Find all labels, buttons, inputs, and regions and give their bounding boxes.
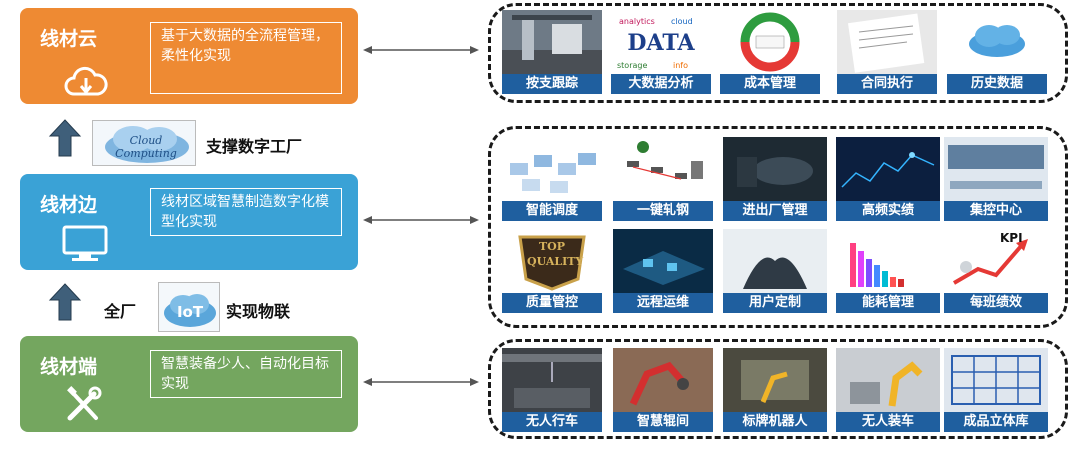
tile-unmanned-loading-label: 无人装车 (836, 412, 940, 432)
tile-customization: 用户定制 (723, 229, 827, 313)
cloud-download-icon (64, 66, 108, 96)
end-tiles-group (488, 339, 1068, 439)
tile-warehouse-image (944, 348, 1048, 412)
svg-text:analytics: analytics (619, 17, 655, 26)
tile-one-key-rolling-image (613, 137, 713, 201)
tile-tracking: 按支跟踪 (502, 10, 602, 94)
tile-cost: 成本管理 (720, 10, 820, 94)
tile-realtime-data: 高频实绩 (836, 137, 940, 221)
tile-tracking-image (502, 10, 602, 74)
iot-right-text: 实现物联 (226, 302, 291, 321)
tile-smart-roll-shop: 智慧辊间 (613, 348, 713, 432)
tile-quality-control-image (502, 229, 602, 293)
cloud-computing-logo-text: Cloud Computing (115, 134, 177, 160)
tile-cost-image (720, 10, 820, 74)
tile-tagging-robot-label: 标牌机器人 (723, 412, 827, 432)
tile-cost-label: 成本管理 (720, 74, 820, 94)
tile-control-center: 集控中心 (944, 137, 1048, 221)
tier-edge-desc: 线材区域智慧制造数字化模型化实现 (150, 188, 342, 236)
tile-energy-label: 能耗管理 (836, 293, 940, 313)
iot-logo: IoT (158, 282, 220, 332)
tile-contract-label: 合同执行 (837, 74, 937, 94)
tier-edge-title: 线材边 (40, 194, 98, 216)
tier-edge: 线材边 线材区域智慧制造数字化模型化实现 (20, 174, 358, 270)
tile-contract-image (837, 10, 937, 74)
tools-icon (67, 386, 102, 421)
tile-contract: 合同执行 (837, 10, 937, 94)
tile-scheduling: 智能调度 (502, 137, 602, 221)
tile-one-key-rolling-label: 一键轧钢 (613, 201, 713, 221)
tile-smart-roll-shop-label: 智慧辊间 (613, 412, 713, 432)
tile-quality-control-label: 质量管控 (502, 293, 602, 313)
cloud-computing-logo: Cloud Computing (92, 120, 196, 166)
tile-tagging-robot: 标牌机器人 (723, 348, 827, 432)
tile-warehouse-label: 成品立体库 (944, 412, 1048, 432)
tile-warehouse: 成品立体库 (944, 348, 1048, 432)
tile-quality-control-text: TOP QUALITY (527, 240, 584, 268)
tile-smart-roll-shop-image (613, 348, 713, 412)
svg-text:cloud: cloud (671, 17, 693, 26)
tile-tagging-robot-image (723, 348, 827, 412)
double-arrow-edge (363, 216, 479, 224)
tier-end: 线材端 智慧装备少人、自动化目标实现 (20, 336, 358, 432)
tile-shift-performance: KPI 每班绩效 (944, 229, 1048, 313)
svg-text:storage: storage (617, 61, 647, 70)
tile-unmanned-crane-label: 无人行车 (502, 412, 602, 432)
tier-cloud: 线材云 基于大数据的全流程管理，柔性化实现 (20, 8, 358, 104)
tile-history-label: 历史数据 (947, 74, 1047, 94)
cloud-support-text: 支撑数字工厂 (206, 137, 303, 156)
tile-remote-ops-image (613, 229, 713, 293)
tile-big-data: analytics cloud storage info DATA 大数据分析 (611, 10, 711, 94)
monitor-icon (62, 225, 108, 261)
iot-left-text: 全厂 (104, 302, 137, 321)
tile-control-center-label: 集控中心 (944, 201, 1048, 221)
tile-unmanned-loading: 无人装车 (836, 348, 940, 432)
tile-energy-image (836, 229, 940, 293)
tile-history: 历史数据 (947, 10, 1047, 94)
double-arrow-end (363, 378, 479, 386)
tile-scheduling-image (502, 137, 602, 201)
iot-logo-text: IoT (176, 303, 204, 321)
tile-realtime-data-label: 高频实绩 (836, 201, 940, 221)
up-arrow-iot (48, 283, 82, 321)
tier-end-title: 线材端 (40, 356, 98, 378)
tile-big-data-label: 大数据分析 (611, 74, 711, 94)
tier-end-desc: 智慧装备少人、自动化目标实现 (150, 350, 342, 398)
tier-cloud-desc: 基于大数据的全流程管理，柔性化实现 (150, 22, 342, 94)
tile-tracking-label: 按支跟踪 (502, 74, 602, 94)
tile-customization-label: 用户定制 (723, 293, 827, 313)
edge-tiles-group (488, 126, 1068, 328)
tile-realtime-data-image (836, 137, 940, 201)
up-arrow-cloud (48, 119, 82, 157)
tile-history-image (947, 10, 1047, 74)
svg-text:info: info (673, 61, 688, 70)
tile-quality-control: TOP QUALITY 质量管控 (502, 229, 602, 313)
tile-remote-ops: 远程运维 (613, 229, 713, 313)
tile-customization-image (723, 229, 827, 293)
tier-cloud-title: 线材云 (40, 28, 98, 50)
tile-big-data-data-text: DATA (627, 30, 695, 56)
tile-shift-performance-image (944, 229, 1048, 293)
tile-control-center-image (944, 137, 1048, 201)
tile-one-key-rolling: 一键轧钢 (613, 137, 713, 221)
tile-gate-management-image (723, 137, 827, 201)
tile-gate-management-label: 进出厂管理 (723, 201, 827, 221)
tile-unmanned-loading-image (836, 348, 940, 412)
cloud-tiles-group (488, 3, 1068, 103)
tile-big-data-image: analytics cloud storage info (611, 10, 711, 74)
tile-scheduling-label: 智能调度 (502, 201, 602, 221)
tile-shift-performance-label: 每班绩效 (944, 293, 1048, 313)
tile-remote-ops-label: 远程运维 (613, 293, 713, 313)
tile-unmanned-crane: 无人行车 (502, 348, 602, 432)
tile-gate-management: 进出厂管理 (723, 137, 827, 221)
tile-shift-performance-kpi-text: KPI (1000, 231, 1023, 245)
double-arrow-cloud (363, 46, 479, 54)
tile-energy: 能耗管理 (836, 229, 940, 313)
tile-unmanned-crane-image (502, 348, 602, 412)
